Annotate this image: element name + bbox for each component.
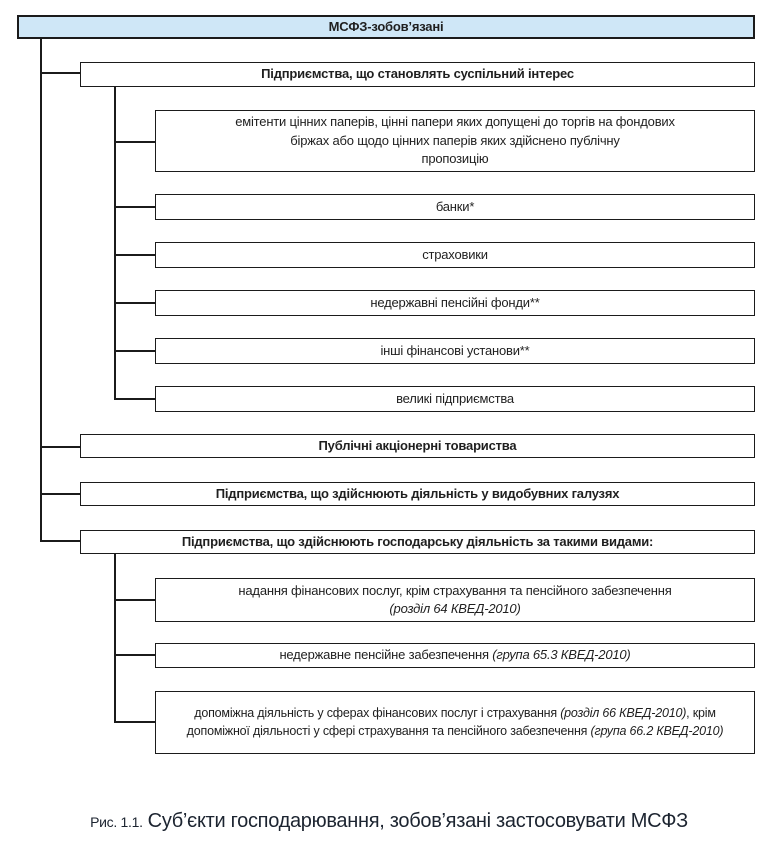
node-private-pension-provision-kved653: недержавне пенсійне забезпечення (група … [155,643,755,668]
connector-line [114,654,155,656]
connector-line [40,446,80,448]
connector-line [114,254,155,256]
connector-line [40,540,80,542]
node-auxiliary-financial-activities-kved66: допоміжна діяльність у сферах фінансових… [155,691,755,754]
connector-line-trunk [40,39,42,542]
figure-caption: Рис. 1.1.Суб’єкти господарювання, зобов’… [0,810,778,833]
node-insurers: страховики [155,242,755,268]
node-securities-issuers: емітенти цінних паперів, цінні папери як… [155,110,755,172]
connector-line [114,141,155,143]
connector-line-subtree-1 [114,87,116,400]
connector-line [40,493,80,495]
connector-line [114,721,155,723]
figure-title: Суб’єкти господарювання, зобов’язані зас… [147,810,689,832]
node-other-financial-institutions: інші фінансові установи** [155,338,755,364]
connector-line-subtree-2 [114,554,116,723]
connector-line [114,350,155,352]
node-large-enterprises: великі підприємства [155,386,755,412]
node-public-joint-stock-companies: Публічні акціонерні товариства [80,434,755,458]
connector-line [40,72,80,74]
node-extractive-industries: Підприємства, що здійснюють діяльність у… [80,482,755,506]
node-public-interest-enterprises: Підприємства, що становлять суспільний і… [80,62,755,87]
node-financial-services-kved64: надання фінансових послуг, крім страхува… [155,578,755,622]
node-banks: банки* [155,194,755,220]
node-private-pension-funds: недержавні пенсійні фонди** [155,290,755,316]
connector-line [114,398,155,400]
node-economic-activity-types: Підприємства, що здійснюють господарську… [80,530,755,554]
connector-line [114,599,155,601]
connector-line [114,206,155,208]
figure-number: Рис. 1.1. [90,814,143,830]
node-msfz-obligated: МСФЗ-зобов’язані [17,15,755,39]
connector-line [114,302,155,304]
